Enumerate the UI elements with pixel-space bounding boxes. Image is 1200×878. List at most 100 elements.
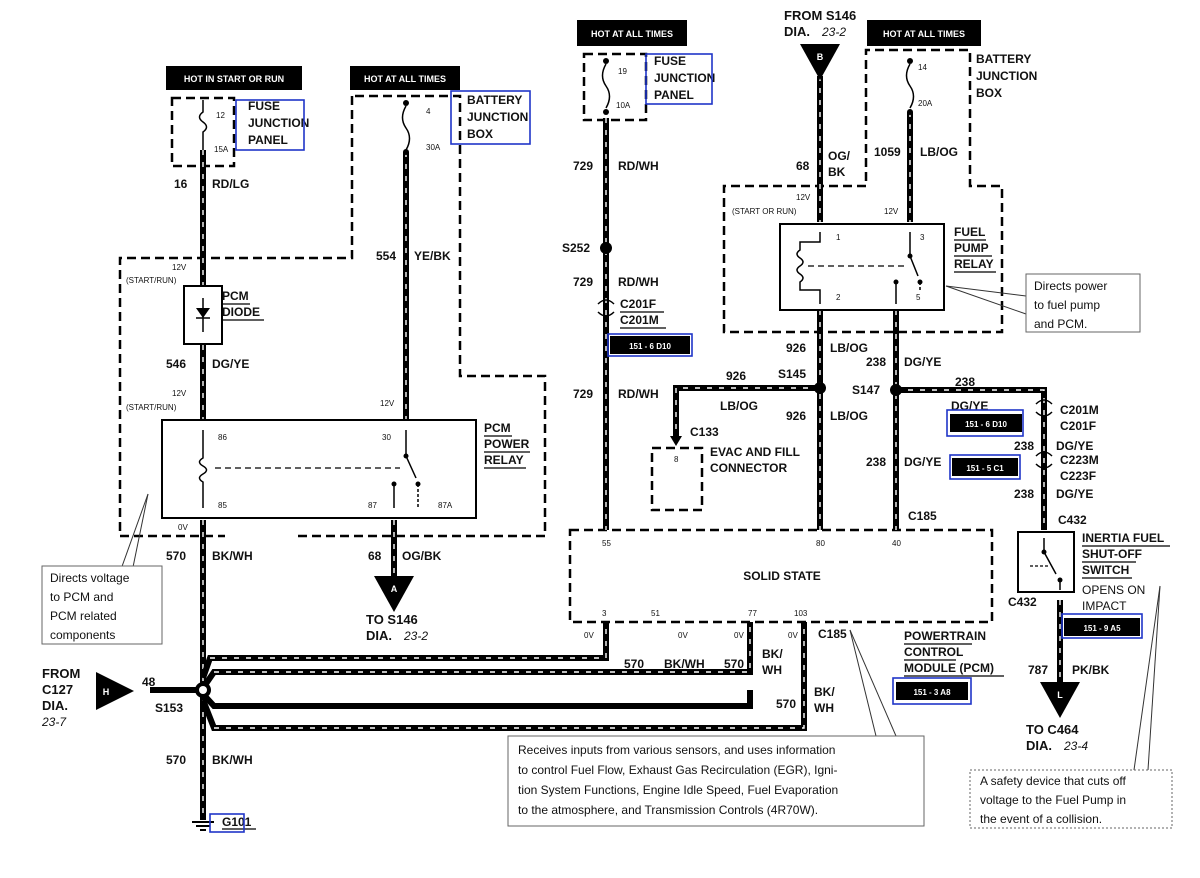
evac-fill-connector-label: EVAC AND FILL CONNECTOR	[710, 445, 800, 475]
svg-text:238: 238	[955, 375, 975, 389]
svg-text:SWITCH: SWITCH	[1082, 563, 1129, 577]
svg-text:16: 16	[174, 177, 188, 191]
svg-text:to PCM and: to PCM and	[50, 590, 113, 604]
svg-text:BK/: BK/	[762, 647, 783, 661]
fuse-12: 12 15A	[198, 100, 229, 154]
powertrain-control-module: SOLID STATE 55 80 40 3 51 77 103 0V 0V 0…	[584, 539, 901, 640]
svg-text:PCM: PCM	[222, 289, 249, 303]
fuse-panel-box-mid	[582, 52, 648, 122]
connector-a-arrow: A	[374, 576, 414, 612]
svg-text:Receives inputs from various s: Receives inputs from various sensors, an…	[518, 743, 835, 757]
svg-text:TO C464: TO C464	[1026, 722, 1079, 737]
svg-text:68: 68	[368, 549, 382, 563]
svg-text:926: 926	[786, 341, 806, 355]
svg-text:BATTERY: BATTERY	[976, 52, 1031, 66]
svg-text:729: 729	[573, 275, 593, 289]
svg-text:30: 30	[382, 433, 391, 442]
svg-text:87A: 87A	[438, 501, 453, 510]
svg-text:S145: S145	[778, 367, 806, 381]
svg-text:DG/YE: DG/YE	[904, 455, 941, 469]
svg-text:BATTERY: BATTERY	[467, 93, 522, 107]
fuse-junction-panel-left-label: FUSE JUNCTION PANEL	[235, 99, 309, 151]
svg-text:86: 86	[218, 433, 227, 442]
to-c464-label: TO C464 DIA. 23-4	[1026, 722, 1088, 753]
ref-badge-1: 151 - 6 D10	[607, 333, 693, 357]
svg-text:2: 2	[836, 293, 841, 302]
svg-text:FROM S146: FROM S146	[784, 8, 856, 23]
svg-text:JUNCTION: JUNCTION	[467, 110, 528, 124]
svg-text:WH: WH	[762, 663, 782, 677]
svg-text:151 - 5 C1: 151 - 5 C1	[966, 464, 1004, 473]
svg-text:23-2: 23-2	[821, 25, 846, 39]
svg-text:BK/WH: BK/WH	[212, 753, 253, 767]
svg-text:151 - 6 D10: 151 - 6 D10	[629, 342, 671, 351]
svg-text:48: 48	[142, 675, 156, 689]
svg-text:PCM: PCM	[484, 421, 511, 435]
header-hot-all-times-3: HOT AT ALL TIMES	[867, 20, 981, 46]
svg-text:JUNCTION: JUNCTION	[976, 69, 1037, 83]
fuse-junction-panel-mid-label: FUSE JUNCTION PANEL	[645, 53, 715, 105]
svg-text:68: 68	[796, 159, 810, 173]
svg-text:CONNECTOR: CONNECTOR	[710, 461, 787, 475]
svg-text:C223M: C223M	[1060, 453, 1099, 467]
pcm-diode: 12V (START/RUN) 12V (START/RUN)	[126, 263, 223, 412]
wires	[150, 76, 1063, 820]
svg-text:C201M: C201M	[1060, 403, 1099, 417]
svg-text:12V: 12V	[884, 207, 899, 216]
svg-text:to control Fuel Flow, Exhaust: to control Fuel Flow, Exhaust Gas Recirc…	[518, 763, 837, 777]
fuse-4: 4 30A	[401, 100, 441, 155]
svg-text:FROM: FROM	[42, 666, 80, 681]
svg-text:DIA.: DIA.	[366, 628, 392, 643]
connector-c223: C223M C223F	[1035, 451, 1099, 483]
svg-text:15A: 15A	[214, 145, 229, 154]
splice-s147: S147	[852, 383, 902, 397]
svg-text:238: 238	[1014, 487, 1034, 501]
svg-text:BK/WH: BK/WH	[212, 549, 253, 563]
svg-text:(START/RUN): (START/RUN)	[126, 403, 177, 412]
svg-text:S153: S153	[155, 701, 183, 715]
callout-pcm: Receives inputs from various sensors, an…	[507, 629, 925, 827]
svg-text:to the atmosphere, and Transmi: to the atmosphere, and Transmission Cont…	[518, 803, 818, 817]
svg-text:CONTROL: CONTROL	[904, 645, 963, 659]
header-hot-start-run: HOT IN START OR RUN	[166, 66, 302, 90]
pcm-label: POWERTRAIN CONTROL MODULE (PCM)	[904, 629, 1004, 677]
svg-text:DG/YE: DG/YE	[904, 355, 941, 369]
connector-c133: C133 8	[670, 425, 719, 464]
svg-text:C201F: C201F	[620, 297, 656, 311]
svg-text:14: 14	[918, 63, 927, 72]
svg-text:G101: G101	[222, 815, 252, 829]
svg-text:FUSE: FUSE	[654, 54, 686, 68]
svg-text:5: 5	[916, 293, 921, 302]
svg-text:554: 554	[376, 249, 396, 263]
svg-text:12: 12	[216, 111, 225, 120]
svg-text:85: 85	[218, 501, 227, 510]
battery-junction-box-left-label: BATTERY JUNCTION BOX	[450, 90, 531, 145]
svg-text:77: 77	[748, 609, 757, 618]
svg-text:238: 238	[866, 355, 886, 369]
svg-text:POWER: POWER	[484, 437, 530, 451]
svg-text:10A: 10A	[616, 101, 631, 110]
ref-badge-3: 151 - 5 C1	[949, 454, 1021, 480]
svg-text:12V: 12V	[172, 389, 187, 398]
svg-text:4: 4	[426, 107, 431, 116]
svg-text:the event of a collision.: the event of a collision.	[980, 812, 1102, 826]
svg-text:151 - 9 A5: 151 - 9 A5	[1083, 624, 1121, 633]
callout-fuel-pump-relay: Directs power to fuel pump and PCM.	[945, 273, 1141, 333]
svg-text:DG/YE: DG/YE	[212, 357, 249, 371]
svg-text:BOX: BOX	[976, 86, 1002, 100]
svg-text:12V: 12V	[796, 193, 811, 202]
svg-text:151 - 6 D10: 151 - 6 D10	[965, 420, 1007, 429]
svg-text:BK: BK	[828, 165, 846, 179]
svg-text:238: 238	[1014, 439, 1034, 453]
svg-text:C432: C432	[1058, 513, 1087, 527]
svg-text:0V: 0V	[788, 631, 798, 640]
svg-text:87: 87	[368, 501, 377, 510]
svg-text:729: 729	[573, 159, 593, 173]
svg-text:SOLID STATE: SOLID STATE	[743, 569, 821, 583]
svg-text:(START OR RUN): (START OR RUN)	[732, 207, 797, 216]
svg-text:S147: S147	[852, 383, 880, 397]
svg-text:0V: 0V	[678, 631, 688, 640]
svg-text:(START/RUN): (START/RUN)	[126, 276, 177, 285]
svg-text:RELAY: RELAY	[954, 257, 994, 271]
svg-text:C432: C432	[1008, 595, 1037, 609]
